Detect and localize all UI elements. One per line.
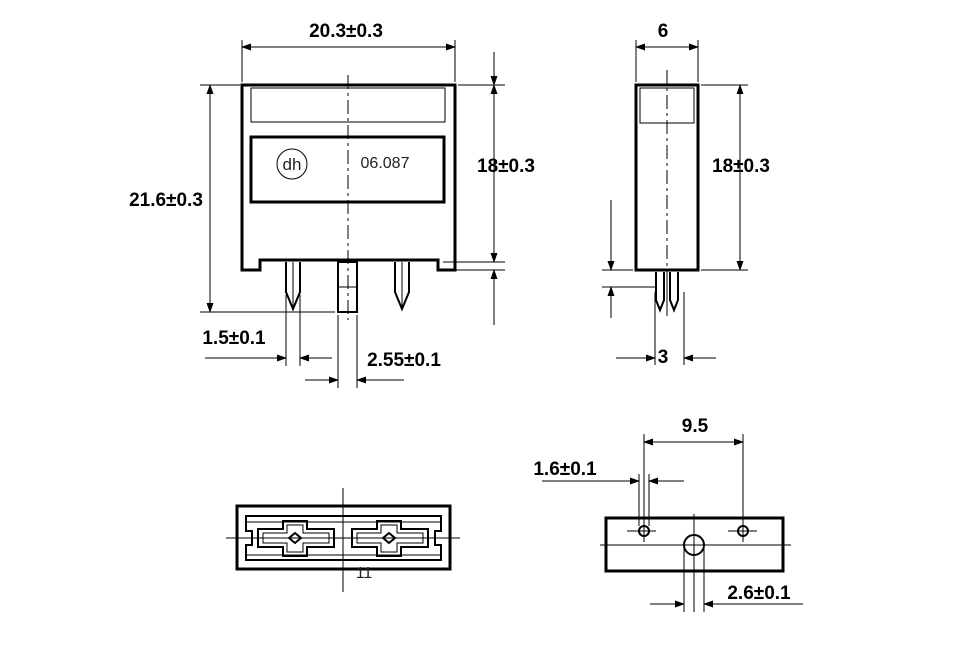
pcb-layout: 9.5 1.6±0.1 2.6±0.1 — [533, 416, 803, 612]
pin-center — [337, 261, 358, 313]
front-view: dh 06.087 20.3±0.3 21.6±0.3 — [129, 21, 535, 388]
part-number: 06.087 — [361, 155, 410, 172]
bottom-cross-right — [351, 520, 429, 557]
bottom-cross-left — [257, 520, 335, 557]
pin-right — [394, 262, 410, 312]
bottom-inner-outline — [245, 515, 442, 561]
bottom-center-label: 11 — [356, 565, 373, 582]
dim-side-width-label: 6 — [658, 21, 669, 42]
dim-side-height-label: 18±0.3 — [712, 156, 770, 177]
front-body-outline — [240, 83, 457, 272]
side-view: 6 18±0.3 3 — [602, 21, 770, 368]
dim-pcb-center-hole-label: 2.6±0.1 — [727, 583, 791, 604]
dh-logo-text: dh — [283, 155, 302, 174]
bottom-view: 11 — [226, 488, 460, 592]
dh-logo-circle — [276, 148, 308, 180]
pin-left — [285, 262, 301, 312]
dim-front-body-height-label: 18±0.3 — [477, 156, 535, 177]
dim-pin-offset-label: 3 — [658, 347, 669, 368]
dim-pcb-hole-label: 1.6±0.1 — [533, 459, 597, 480]
dim-pin-width-label: 1.5±0.1 — [202, 328, 266, 349]
dim-pin-spacing-label: 2.55±0.1 — [367, 350, 441, 371]
dim-pcb-spacing-label: 9.5 — [682, 416, 709, 437]
side-pins — [655, 272, 679, 315]
dim-front-total-height-label: 21.6±0.3 — [129, 190, 203, 211]
dim-front-width-label: 20.3±0.3 — [309, 21, 383, 42]
